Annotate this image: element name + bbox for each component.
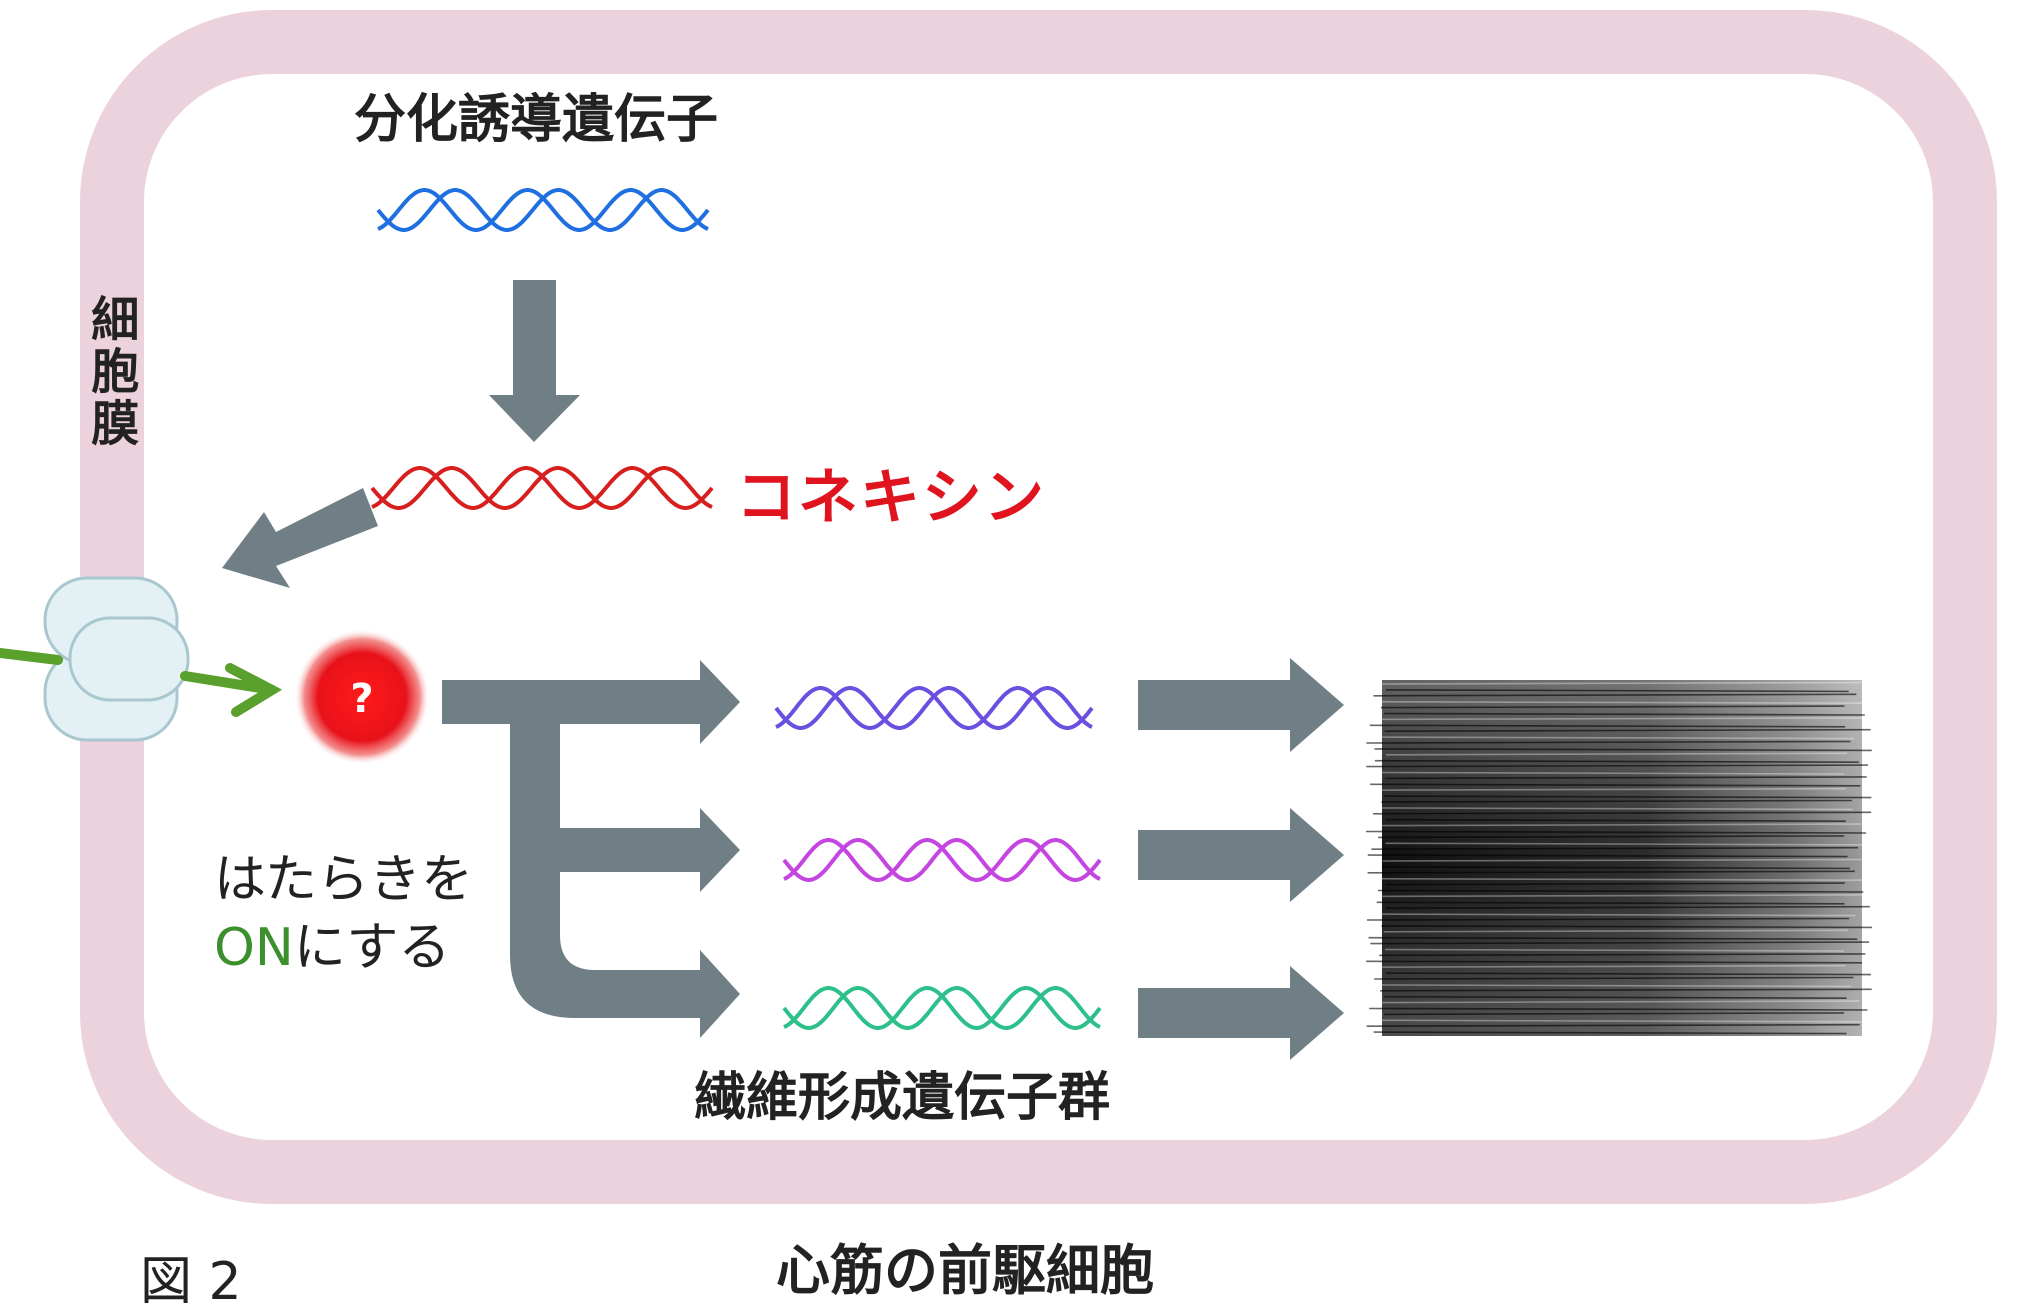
figure-label: 図 2	[140, 1252, 242, 1312]
fiber-strand	[1366, 764, 1868, 768]
fiber-strand	[1372, 913, 1856, 917]
fiber-strand	[1368, 717, 1863, 721]
fiber-strand	[1370, 783, 1861, 787]
fiber-strand	[1370, 941, 1870, 945]
fiber-strand	[1366, 807, 1853, 811]
activate-label-line2: ONにする	[214, 922, 450, 974]
muscle-fiber-bundle	[1365, 680, 1873, 1036]
fiber-strand	[1381, 925, 1873, 929]
dna-strand	[783, 986, 1102, 1030]
connexin-gene-dna	[370, 466, 714, 510]
unknown-molecule	[294, 629, 430, 765]
fiber-strand	[1385, 972, 1871, 976]
fiber-strand	[1383, 795, 1872, 799]
fiber-strand	[1382, 858, 1872, 862]
fiber-strand	[1378, 835, 1845, 839]
dna-strand	[775, 686, 1094, 730]
fiber-strand	[1379, 736, 1855, 740]
fiber-strand	[1368, 936, 1858, 941]
fiber-strand	[1366, 740, 1851, 744]
fiber-gene-dna-2	[782, 838, 1102, 882]
fiber-strand	[1375, 964, 1846, 969]
fiber-strand	[1373, 693, 1857, 697]
fiber-strand	[1383, 712, 1865, 716]
fiber-strand	[1379, 771, 1845, 775]
fiber-strand	[1385, 689, 1849, 693]
fiber-strand	[1385, 818, 1846, 823]
question-mark: ?	[350, 676, 373, 722]
fiber-strand	[1365, 894, 1865, 898]
fiber-strand	[1366, 917, 1850, 921]
fiber-strand	[1365, 830, 1867, 834]
fiber-strand	[1385, 842, 1869, 846]
fiber-strand	[1366, 1023, 1860, 1027]
fiber-gene-dna-1	[774, 686, 1094, 730]
down-arrow	[489, 280, 580, 442]
membrane-label: 細胞膜	[82, 294, 139, 450]
diagonal-arrow	[222, 488, 378, 588]
fiber-strand	[1383, 929, 1849, 933]
activate-label-line1: はたらきを	[214, 850, 473, 910]
fiber-arrows	[1138, 658, 1344, 1060]
fiber-strand	[1382, 866, 1850, 870]
membrane-channel	[43, 576, 190, 742]
fiber-strand	[1384, 948, 1845, 952]
fiber-strand	[1385, 752, 1848, 756]
branch-arrows	[442, 660, 740, 1038]
fiber-strand	[1381, 799, 1852, 803]
fiber-strand	[1369, 724, 1846, 728]
fiber-strand	[1366, 984, 1852, 988]
cell-label: 心筋の前駆細胞	[776, 1239, 1154, 1302]
fiber-strand	[1380, 988, 1872, 992]
fiber-genes-label: 繊維形成遺伝子群	[694, 1068, 1111, 1128]
fiber-strand	[1366, 960, 1862, 964]
fiber-strand	[1371, 846, 1859, 851]
fiber-gene-dna-3	[782, 986, 1102, 1030]
fiber-strand	[1369, 1000, 1860, 1004]
dna-strand	[783, 838, 1102, 882]
fiber-strand	[1384, 776, 1867, 780]
dna-strand	[377, 188, 710, 232]
differentiation-gene-dna	[376, 188, 710, 232]
fiber-strand	[1376, 901, 1845, 905]
fiber-strand	[1374, 976, 1854, 980]
differentiation-gene-label: 分化誘導遺伝子	[354, 90, 719, 150]
fiber-strand	[1379, 953, 1866, 957]
fiber-strand	[1367, 870, 1855, 874]
on-text: ON	[214, 918, 294, 978]
fiber-strand	[1373, 1031, 1847, 1035]
fiber-strand	[1375, 681, 1873, 685]
signal-arrow	[0, 648, 283, 717]
fiber-strand	[1380, 1019, 1868, 1023]
fiber-strand	[1374, 759, 1859, 764]
fiber-strand	[1374, 748, 1872, 752]
fiber-strand	[1373, 811, 1872, 815]
fiber-strand	[1369, 1007, 1868, 1011]
fiber-strand	[1377, 889, 1864, 893]
fiber-strand	[1376, 823, 1862, 827]
fiber-strand	[1384, 728, 1871, 733]
activate-suffix: にする	[293, 918, 451, 978]
fiber-strand	[1384, 1012, 1845, 1016]
connexin-label: コネキシン	[736, 463, 1046, 533]
dna-strand	[371, 466, 714, 510]
fiber-strand	[1367, 854, 1848, 858]
fiber-strand	[1380, 705, 1845, 709]
fiber-strand	[1366, 700, 1870, 705]
fiber-strand	[1371, 877, 1871, 882]
fiber-strand	[1368, 787, 1847, 792]
fiber-strand	[1385, 882, 1845, 886]
fiber-strand	[1385, 905, 1870, 910]
fiber-strand	[1384, 995, 1847, 1000]
